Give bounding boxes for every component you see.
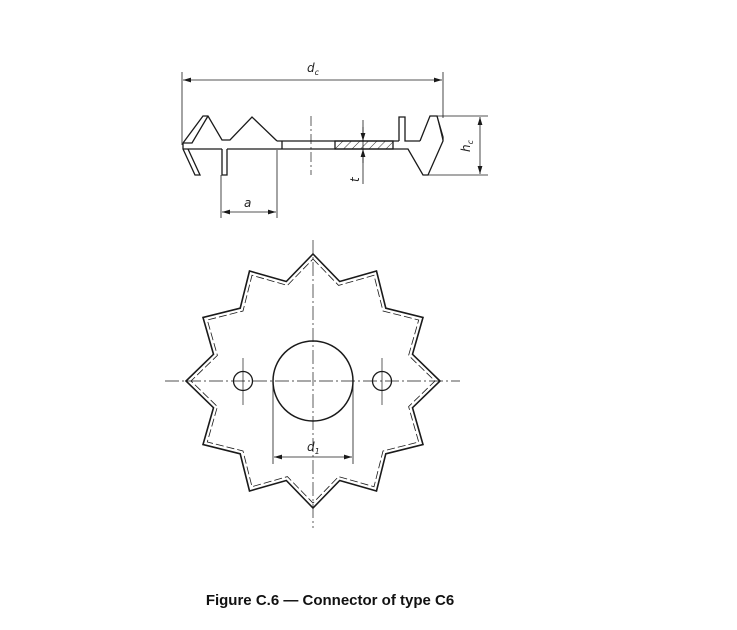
star-inner-outline	[190, 258, 436, 504]
side-view	[181, 72, 488, 218]
hatched-section	[334, 140, 394, 150]
figure-caption: Figure C.6 — Connector of type C6	[205, 592, 455, 609]
plan-view	[165, 240, 460, 528]
a-label: a	[244, 196, 251, 210]
right-tab	[398, 116, 420, 142]
left-stub	[221, 149, 228, 176]
left-upper-tooth	[182, 115, 278, 144]
left-lower-tooth	[182, 115, 209, 176]
dc-label: dc	[307, 61, 320, 77]
hc-label: hc	[459, 139, 475, 152]
t-label: t	[348, 176, 362, 182]
d1-label: d1	[307, 440, 320, 456]
